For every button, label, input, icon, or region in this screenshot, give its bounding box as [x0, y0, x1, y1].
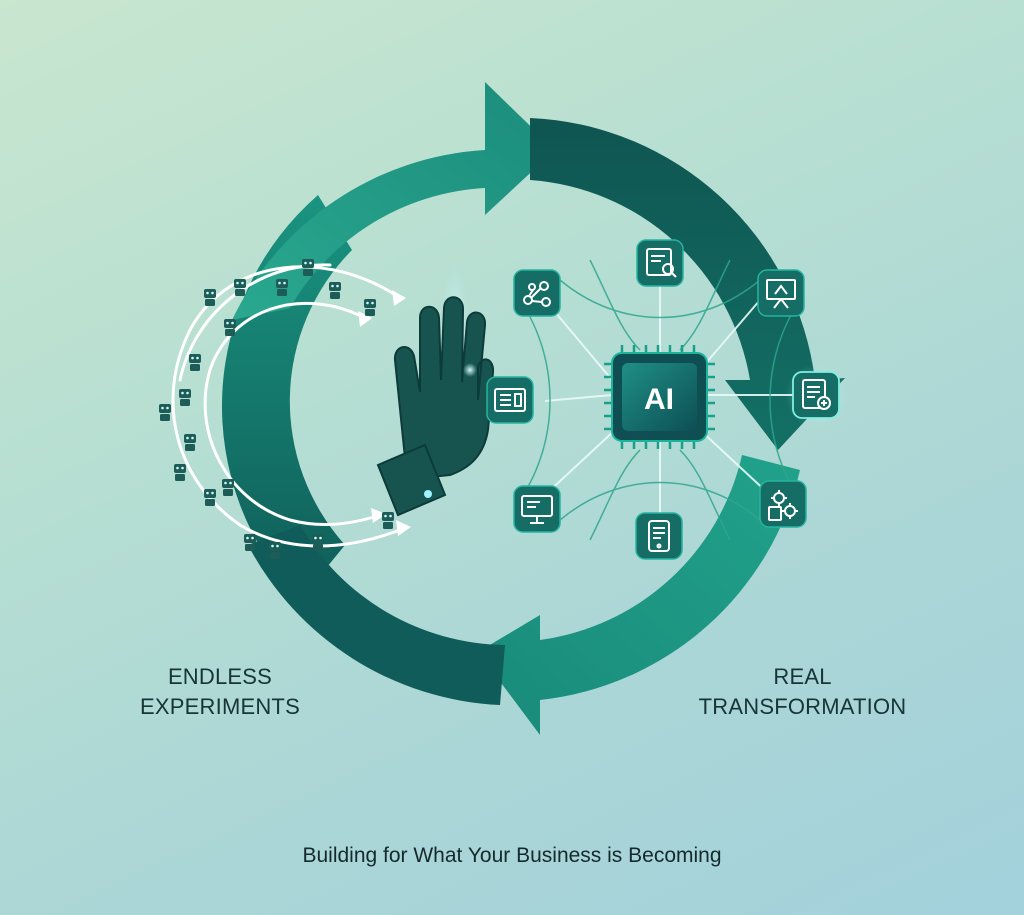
id-card-icon — [486, 376, 534, 424]
left-label: ENDLESS EXPERIMENTS — [120, 662, 320, 722]
tablet-icon — [635, 512, 683, 560]
robot-icon — [189, 354, 201, 371]
robot-icon — [329, 282, 341, 299]
robot-icon — [234, 279, 246, 296]
robot-icon — [204, 289, 216, 306]
hub-icon-tiles — [486, 239, 849, 560]
ring-segment-bottom-arrow — [478, 455, 800, 735]
cycle-ring — [221, 82, 845, 735]
robot-icons — [159, 259, 394, 559]
document-shield-icon — [785, 364, 849, 428]
document-search-icon — [636, 239, 684, 287]
robot-icon — [184, 434, 196, 451]
experiment-loops — [171, 263, 411, 548]
gears-document-icon — [759, 480, 807, 528]
ai-chip: AI — [604, 345, 715, 449]
network-nodes-icon — [513, 269, 561, 317]
ai-chip-label: AI — [644, 383, 674, 416]
right-label-line1: REAL — [773, 664, 832, 689]
caption: Building for What Your Business is Becom… — [302, 844, 722, 867]
robot-icon — [382, 512, 394, 529]
stop-hand-icon — [376, 260, 495, 517]
robot-icon — [269, 542, 281, 559]
robot-icon — [222, 479, 234, 496]
hub-orbit-lines — [519, 259, 801, 541]
robot-icon — [224, 319, 236, 336]
robot-icon — [244, 534, 256, 551]
monitor-icon — [513, 485, 561, 533]
right-label: REAL TRANSFORMATION — [680, 662, 925, 722]
robot-icon — [312, 534, 324, 551]
ring-segment-lower-left — [248, 525, 505, 705]
robot-icon — [159, 404, 171, 421]
robot-icon — [364, 299, 376, 316]
robot-icon — [174, 464, 186, 481]
right-label-line2: TRANSFORMATION — [698, 694, 907, 719]
ring-segment-right-arrow — [530, 118, 845, 450]
robot-icon — [179, 389, 191, 406]
robot-icon — [276, 279, 288, 296]
presentation-board-icon — [757, 269, 805, 317]
left-label-line2: EXPERIMENTS — [140, 694, 300, 719]
left-label-line1: ENDLESS — [167, 664, 273, 689]
robot-icon — [204, 489, 216, 506]
robot-icon — [302, 259, 314, 276]
